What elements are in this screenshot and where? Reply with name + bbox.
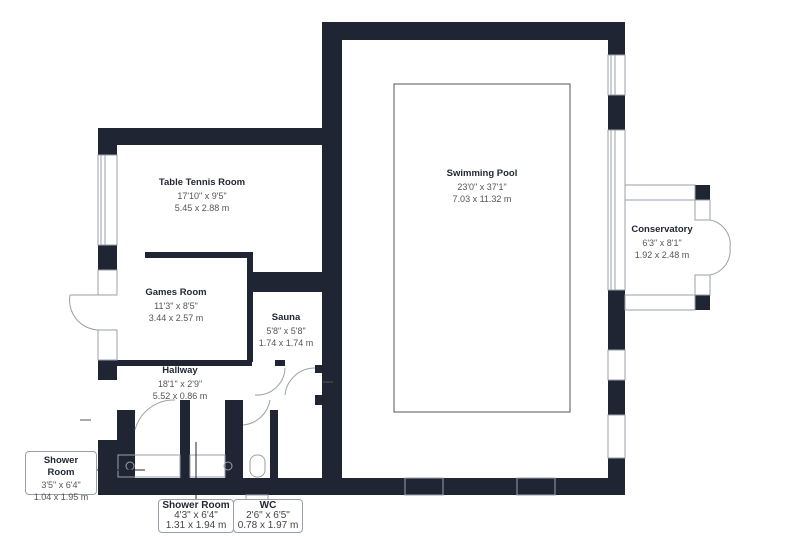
room-size-imperial: 6'3" x 8'1" [642,238,682,248]
room-size-metric: 5.45 x 2.88 m [174,203,230,213]
room-label-table-tennis: Table Tennis Room 17'10" x 9'5" 5.45 x 2… [159,177,245,214]
room-label-shower-room-1: Shower Room 3'5" x 6'4" 1.04 x 1.95 m [25,451,97,502]
room-name: Swimming Pool [446,168,518,179]
room-label-conservatory: Conservatory 6'3" x 8'1" 1.92 x 2.48 m [631,224,692,261]
room-name: Table Tennis Room [158,177,246,188]
room-size-imperial: 23'0" x 37'1" [457,182,507,192]
walls [98,22,710,495]
room-size-metric: 1.04 x 1.95 m [33,492,89,502]
room-name: Sauna [271,312,301,323]
room-name: Games Room [145,287,207,298]
room-size-imperial: 11'3" x 8'5" [154,301,198,311]
label-leaders [80,381,333,499]
room-size-imperial: 18'1" x 2'9" [157,379,203,389]
room-name: Shower Room [43,455,79,478]
room-label-shower-room-2: Shower Room 4'3" x 6'4" 1.31 x 1.94 m [158,499,234,533]
room-size-metric: 3.44 x 2.57 m [148,313,204,323]
pool-outline [393,83,571,413]
room-size-metric: 7.03 x 11.32 m [452,194,512,204]
room-size-metric: 5.52 x 0.86 m [152,391,208,401]
room-size-imperial: 4'3" x 6'4" [174,510,218,521]
room-label-hallway: Hallway 18'1" x 2'9" 5.52 x 0.86 m [153,365,208,402]
room-size-imperial: 2'6" x 6'5" [246,510,290,521]
room-label-swimming-pool: Swimming Pool 23'0" x 37'1" 7.03 x 11.32… [447,168,518,205]
room-name: Conservatory [631,224,693,235]
room-size-metric: 1.92 x 2.48 m [634,250,690,260]
room-size-metric: 0.78 x 1.97 m [237,520,299,531]
room-size-metric: 1.31 x 1.94 m [165,520,227,531]
windows [69,54,731,501]
room-label-sauna: Sauna 5'8" x 5'8" 1.74 x 1.74 m [259,312,314,349]
room-size-metric: 1.74 x 1.74 m [258,338,314,348]
room-name: Shower Room [162,500,230,511]
room-size-imperial: 17'10" x 9'5" [177,191,227,201]
room-name: Hallway [162,365,198,376]
room-name: WC [259,500,277,511]
room-size-imperial: 3'5" x 6'4" [41,480,81,490]
room-size-imperial: 5'8" x 5'8" [266,326,306,336]
room-label-games-room: Games Room 11'3" x 8'5" 3.44 x 2.57 m [145,287,206,324]
room-label-wc: WC 2'6" x 6'5" 0.78 x 1.97 m [233,499,303,533]
